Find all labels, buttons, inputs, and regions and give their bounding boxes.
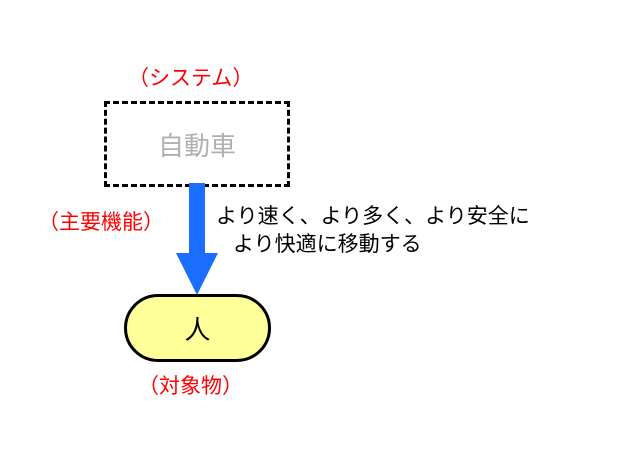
system-box: 自動車 bbox=[104, 101, 290, 187]
object-node: 人 bbox=[124, 294, 271, 362]
function-description-line2: より快適に移動する bbox=[233, 232, 422, 256]
object-category-label: （対象物） bbox=[138, 374, 243, 398]
main-function-label: （主要機能） bbox=[38, 210, 164, 234]
object-name: 人 bbox=[184, 315, 211, 346]
system-category-label: （システム） bbox=[128, 66, 254, 90]
function-arrow bbox=[176, 183, 218, 295]
function-description-line1: より速く、より多く、より安全に bbox=[216, 204, 530, 228]
system-name: 自動車 bbox=[157, 131, 236, 162]
